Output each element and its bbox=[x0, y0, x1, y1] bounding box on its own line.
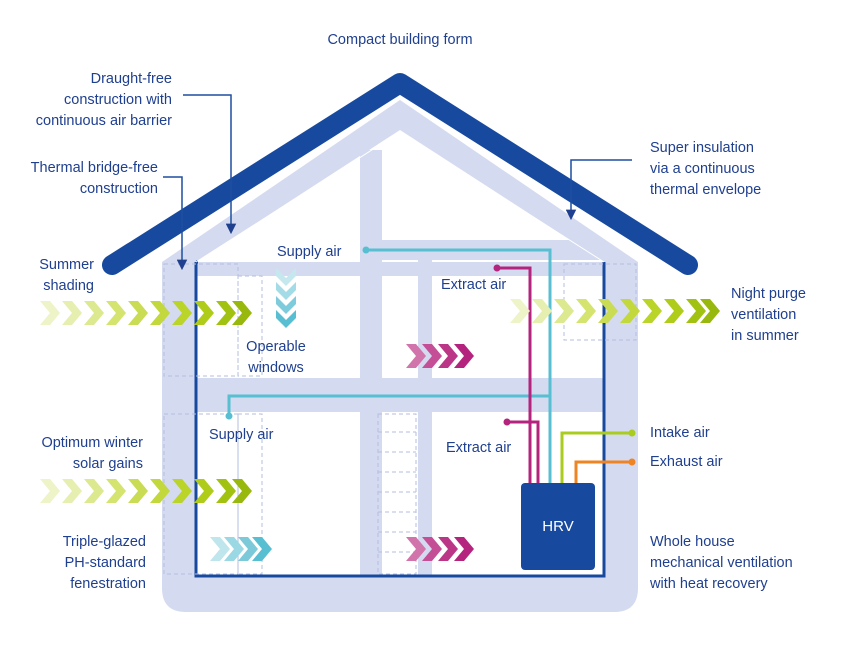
intake-air-label: Intake air bbox=[650, 425, 710, 441]
thermal-bridge-label: Thermal bridge-free construction bbox=[30, 160, 158, 197]
optimum-winter-label: Optimum winter solar gains bbox=[41, 435, 143, 472]
hrv-unit bbox=[521, 483, 595, 570]
exhaust-air-label: Exhaust air bbox=[650, 454, 723, 470]
night-purge-label: Night purge ventilation in summer bbox=[731, 286, 806, 344]
extract-air-duct bbox=[493, 264, 540, 487]
roof bbox=[102, 73, 698, 275]
exhaust-air-endpoint bbox=[628, 458, 636, 466]
pointer-lines bbox=[163, 94, 632, 271]
supply-air-bottom-label: Supply air bbox=[209, 427, 274, 443]
extract-air-bottom-label: Extract air bbox=[446, 440, 512, 456]
triple-glazed-label: Triple-glazed PH-standard fenestration bbox=[62, 534, 146, 592]
extract-air-top-label: Extract air bbox=[441, 277, 507, 293]
hrv-label: HRV bbox=[542, 518, 574, 535]
compact-form-label: Compact building form bbox=[327, 32, 473, 48]
super-insulation-label: Super insulation via a continuous therma… bbox=[650, 140, 762, 198]
whole-house-label: Whole house mechanical ventilation with … bbox=[650, 534, 793, 592]
supply-air-top-label: Supply air bbox=[277, 244, 342, 260]
intake-air-endpoint bbox=[628, 429, 636, 437]
inner-roof-line bbox=[195, 131, 605, 263]
summer-shading-label: Summer shading bbox=[39, 257, 94, 294]
operable-windows-label: Operable windows bbox=[246, 339, 306, 376]
draught-free-label: Draught-free construction with continuou… bbox=[35, 71, 172, 129]
exhaust-air-duct bbox=[574, 460, 632, 485]
supply-air-duct bbox=[225, 246, 552, 487]
intake-air-duct bbox=[560, 431, 632, 485]
inner-wall-outline bbox=[194, 262, 606, 578]
